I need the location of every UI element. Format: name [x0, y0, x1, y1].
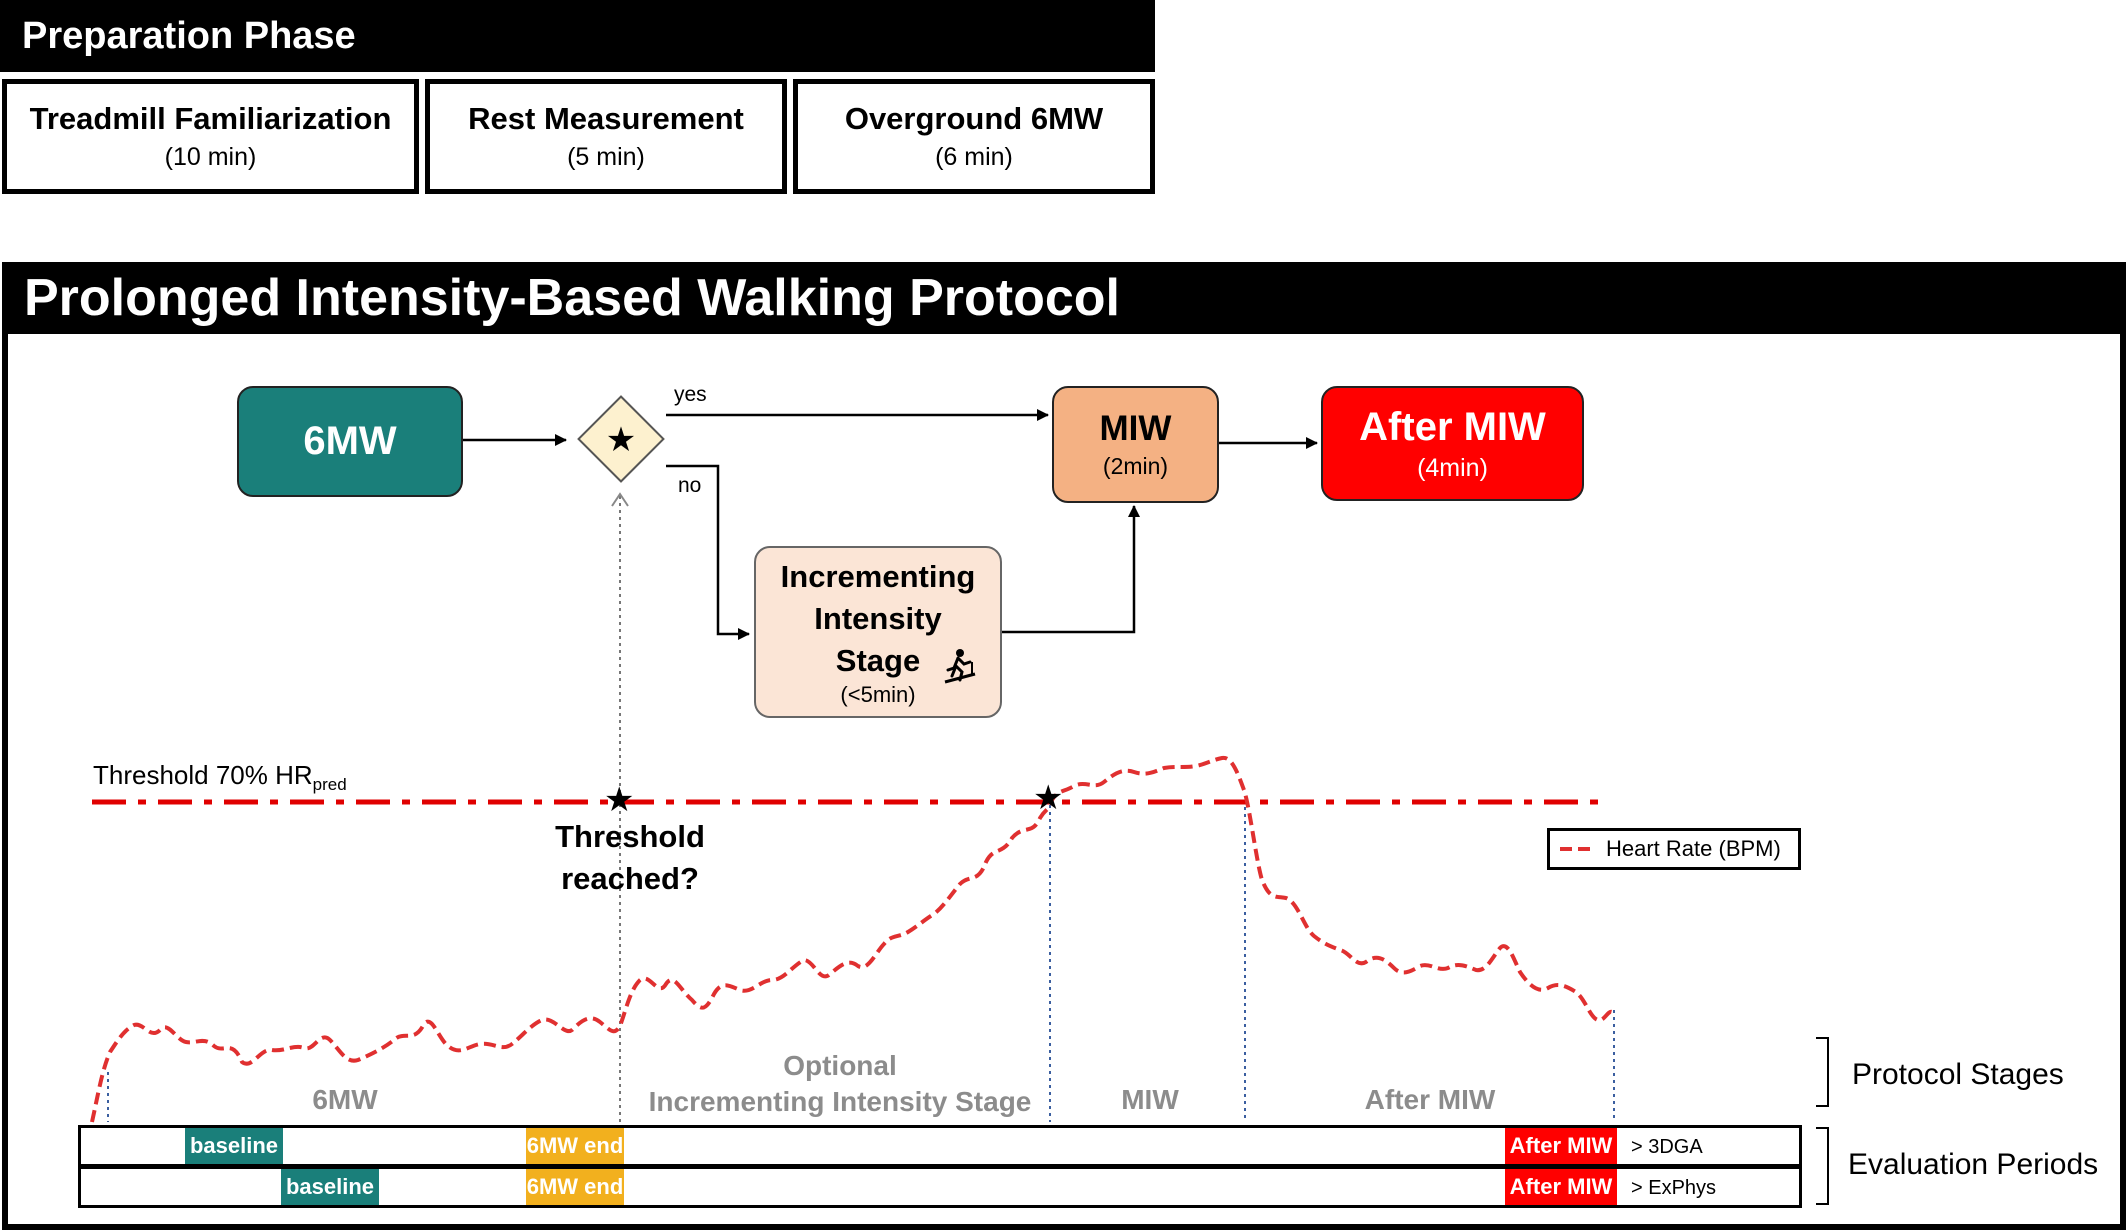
prep-step-duration: (5 min) [567, 143, 645, 171]
prep-step-rest-measurement: Rest Measurement (5 min) [425, 79, 787, 194]
flow-incrementing-line2: Intensity [814, 601, 942, 636]
arrow-incrementing-to-miw [1002, 505, 1140, 634]
side-brackets [1816, 1037, 1829, 1205]
protocol-header: Prolonged Intensity-Based Walking Protoc… [2, 262, 2126, 334]
chart-legend: Heart Rate (BPM) [1547, 828, 1801, 870]
threshold-question-line2: reached? [561, 861, 699, 896]
flow-incrementing-line3: Stage [835, 643, 921, 678]
stage-label-optional-line1: Optional [783, 1050, 897, 1081]
stage-label-6mw: 6MW [312, 1084, 378, 1115]
flow-miw-title: MIW [1099, 409, 1172, 448]
threshold-label-subscript: pred [312, 775, 347, 795]
eval-chip-after-miw: After MIW [1505, 1128, 1617, 1164]
flow-after-miw-title: After MIW [1359, 404, 1546, 449]
threshold-label: Threshold 70% HRpred [93, 760, 347, 795]
arrow-no-to-incrementing [666, 464, 750, 640]
eval-chip-6mw-end: 6MW end [526, 1169, 624, 1205]
prep-step-overground-6mw: Overground 6MW (6 min) [793, 79, 1155, 194]
evaluation-periods-label: Evaluation Periods [1848, 1148, 2099, 1181]
prep-step-duration: (6 min) [935, 143, 1013, 171]
evaluation-row-exphys: baseline 6MW end After MIW > ExPhys [78, 1166, 1802, 1208]
threshold-question-line1: Threshold [555, 819, 705, 854]
treadmill-runner-icon [944, 649, 976, 684]
eval-note-3dga: > 3DGA [1631, 1136, 1703, 1158]
yes-label: yes [674, 383, 707, 406]
threshold-reached-star-icon: ★ [1033, 779, 1064, 817]
prep-step-duration: (10 min) [164, 143, 257, 171]
legend-label: Heart Rate (BPM) [1606, 836, 1781, 861]
protocol-title: Prolonged Intensity-Based Walking Protoc… [24, 269, 1120, 327]
protocol-stages-label: Protocol Stages [1852, 1058, 2064, 1091]
legend-dash-icon [1560, 847, 1590, 851]
threshold-star-icon: ★ [604, 781, 635, 819]
flow-miw-box: MIW (2min) [1052, 386, 1219, 503]
threshold-label-text: Threshold 70% HR [93, 760, 313, 790]
eval-chip-baseline: baseline [185, 1128, 283, 1164]
threshold-question: Threshold reached? [530, 816, 730, 900]
flow-after-miw-duration: (4min) [1417, 453, 1488, 482]
prep-step-label: Rest Measurement [468, 101, 744, 136]
eval-chip-after-miw: After MIW [1505, 1169, 1617, 1205]
stage-label-optional-line2: Incrementing Intensity Stage [648, 1086, 1032, 1117]
stage-label-miw: MIW [1121, 1084, 1179, 1115]
eval-note-exphys: > ExPhys [1631, 1177, 1717, 1199]
heart-rate-curve [90, 755, 1613, 1123]
stage-label-optional-incrementing: Optional Incrementing Intensity Stage [640, 1048, 1040, 1120]
decision-star-icon: ★ [605, 421, 637, 459]
evaluation-row-3dga: baseline 6MW end After MIW > 3DGA [78, 1125, 1802, 1167]
prep-step-treadmill-familiarization: Treadmill Familiarization (10 min) [2, 79, 419, 194]
flow-incrementing-box: Incrementing Intensity Stage (<5min) [754, 546, 1002, 718]
flow-after-miw-box: After MIW (4min) [1321, 386, 1584, 501]
no-label: no [678, 474, 702, 497]
prep-step-label: Overground 6MW [844, 101, 1104, 136]
flow-incrementing-line1: Incrementing [780, 559, 976, 594]
eval-chip-6mw-end: 6MW end [526, 1128, 624, 1164]
flow-6mw-label: 6MW [303, 419, 397, 463]
preparation-phase-header: Preparation Phase [0, 0, 1155, 72]
flow-6mw-box: 6MW [237, 386, 463, 497]
eval-chip-baseline: baseline [281, 1169, 379, 1205]
stage-label-after-miw: After MIW [1364, 1084, 1496, 1115]
flow-incrementing-duration: (<5min) [840, 682, 916, 707]
flow-miw-duration: (2min) [1102, 453, 1169, 479]
prep-step-label: Treadmill Familiarization [29, 101, 392, 136]
preparation-phase-title: Preparation Phase [22, 14, 356, 57]
